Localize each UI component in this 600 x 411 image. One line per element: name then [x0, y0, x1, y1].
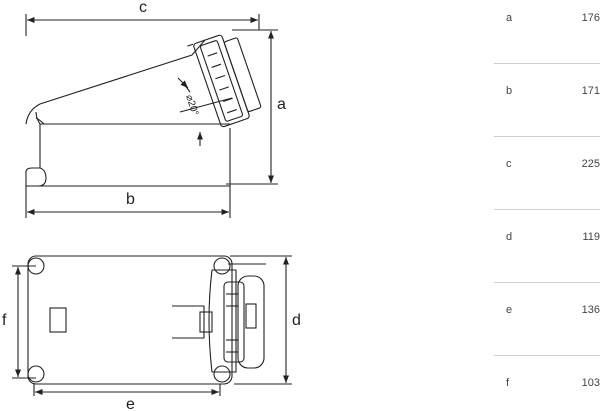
dim-label-f: f	[2, 312, 7, 329]
angle-label: ⌀20°	[183, 94, 200, 118]
spec-row: f 103	[494, 356, 600, 411]
spec-row: d 119	[494, 210, 600, 283]
dim-label-c: c	[139, 0, 147, 16]
spec-key: c	[506, 158, 512, 170]
spec-value: 103	[581, 377, 600, 389]
spec-value: 171	[581, 85, 600, 97]
spec-row: e 136	[494, 283, 600, 356]
spec-value: 225	[581, 158, 600, 170]
spec-value: 176	[581, 12, 600, 24]
spec-key: a	[506, 12, 513, 24]
dim-label-d: d	[292, 312, 301, 329]
spec-row: c 225	[494, 137, 600, 210]
top-view	[12, 255, 292, 396]
spec-value: 119	[582, 231, 600, 243]
dim-label-a: a	[277, 96, 286, 113]
dim-label-b: b	[126, 191, 135, 208]
spec-value: 136	[581, 304, 600, 316]
dim-label-e: e	[126, 396, 135, 411]
spec-row: b 171	[494, 64, 600, 137]
spec-key: f	[506, 377, 510, 389]
spec-key: e	[506, 304, 513, 316]
spec-key: d	[506, 231, 513, 243]
spec-key: b	[506, 85, 513, 97]
side-view	[25, 14, 278, 218]
spec-row: a 176	[494, 0, 600, 64]
